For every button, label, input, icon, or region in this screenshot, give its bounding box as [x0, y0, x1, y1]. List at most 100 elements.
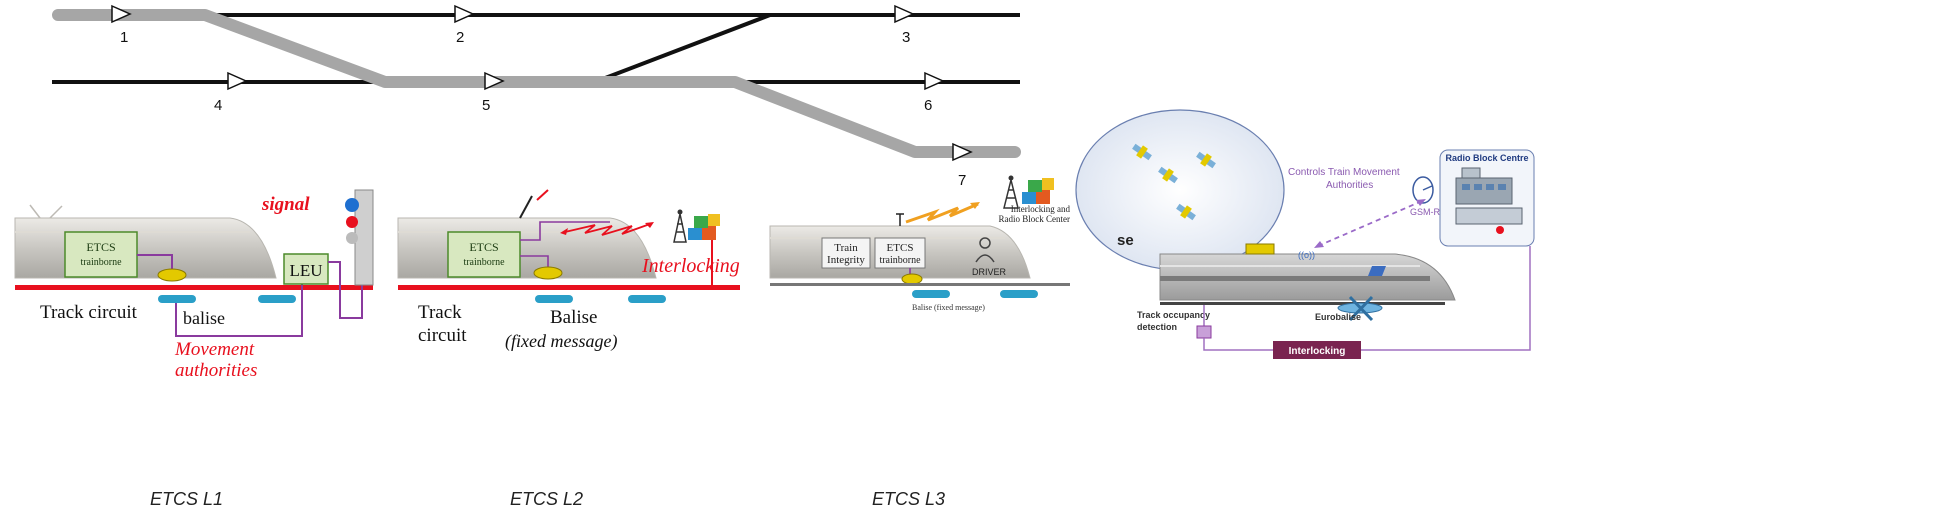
balise-label-l1: balise	[183, 308, 225, 328]
etcs-sublabel-l3: trainborne	[879, 255, 921, 266]
satellite-dish-icon	[1412, 176, 1434, 204]
track-occupancy-label: Track occupancy	[1137, 310, 1210, 320]
trainborne-sublabel-l2: trainborne	[463, 257, 505, 268]
authorities-label: authorities	[175, 360, 257, 381]
signal-lamp-off	[346, 232, 358, 244]
train-integrity-box	[821, 237, 871, 269]
radio-link-l3	[905, 202, 979, 224]
balise-label-l2: Balise	[550, 307, 598, 328]
route-path	[52, 9, 1021, 158]
rbc-building	[1455, 167, 1523, 234]
fixed-message-label-l2: (fixed message)	[505, 331, 617, 352]
satellite-icons	[1132, 143, 1216, 221]
train-integrity-label: Train	[834, 242, 858, 254]
signal-arrow-3	[894, 4, 915, 24]
balise-reader-l3	[901, 273, 923, 285]
balise-reader-l1	[157, 268, 187, 282]
balise-l1-b	[258, 295, 296, 303]
panel-etcs-l2: ETCS trainborne Interlocking Track circu…	[397, 189, 740, 509]
movement-label: Movement	[174, 339, 255, 360]
etcs-label-l3: ETCS	[887, 242, 914, 254]
il-rbc-sublabel: Radio Block Center	[999, 214, 1071, 224]
signal-arrows	[111, 4, 973, 162]
signal-arrow-1	[111, 4, 132, 24]
track-occupancy-detector	[1196, 325, 1212, 339]
signal-arrow-7	[952, 142, 973, 162]
panel-etcs-l1: ETCS trainborne LEU signal Track circuit…	[14, 189, 374, 509]
antenna-l2	[519, 195, 533, 219]
trainborne-label-l1: ETCS	[86, 240, 115, 254]
driver-label: DRIVER	[972, 267, 1007, 277]
gsmr-link	[1317, 200, 1423, 247]
authorities-label-right: Authorities	[1326, 180, 1373, 191]
interlocking-wire	[1203, 246, 1531, 351]
balise-l3-a	[912, 290, 950, 298]
se-label: se	[1117, 232, 1134, 249]
track-layout: 1 2 3 4 5 6 7	[52, 4, 1021, 189]
caption-l1: ETCS L1	[150, 489, 223, 509]
circuit-label-l2: circuit	[418, 325, 467, 346]
track-label-6: 6	[924, 97, 932, 114]
balise-l1-a	[158, 295, 196, 303]
trainborne-sublabel-l1: trainborne	[80, 257, 122, 268]
rail-l1	[15, 285, 373, 290]
signal-arrow-2	[454, 4, 475, 24]
rbc-cubes-l2	[688, 214, 720, 240]
balise-reader-l2	[533, 266, 563, 280]
track-label-l2: Track	[418, 302, 462, 323]
rbc-cubes-l3	[1022, 178, 1054, 204]
leu-label: LEU	[289, 261, 322, 280]
crossover	[599, 13, 771, 82]
track-label-4: 4	[214, 97, 222, 114]
rail-l2	[398, 285, 740, 290]
radio-mast-l3	[1003, 175, 1019, 209]
track-label-7: 7	[958, 172, 966, 189]
interlocking-box	[1273, 341, 1361, 359]
eurobalise-label: Eurobalise	[1315, 312, 1361, 322]
track-circuit-label-l1: Track circuit	[40, 302, 138, 323]
caption-l2: ETCS L2	[510, 489, 583, 509]
trainborne-box-l1	[64, 231, 138, 278]
il-rbc-label: Interlocking and	[1011, 204, 1071, 214]
interlocking-label-right: Interlocking	[1289, 346, 1346, 357]
balise-l3-b	[1000, 290, 1038, 298]
track-label-2: 2	[456, 29, 464, 46]
track-label-1: 1	[120, 29, 128, 46]
train-integrity-sublabel: Integrity	[827, 254, 865, 266]
svg-text:((o)): ((o))	[1298, 250, 1315, 260]
signal-lamp-blue	[345, 198, 359, 212]
panel-etcs-l3: Train Integrity ETCS trainborne DRIVER I…	[769, 175, 1071, 509]
radio-mast-l2	[673, 209, 687, 243]
balise-l2-b	[628, 295, 666, 303]
rail-l3	[770, 283, 1070, 286]
interlocking-label-l2: Interlocking	[641, 255, 740, 277]
signal-arrow-4	[227, 71, 248, 91]
trainborne-label-l2: ETCS	[469, 240, 498, 254]
etcs-box-l3	[874, 237, 926, 269]
caption-l3: ETCS L3	[872, 489, 945, 509]
train-roof-unit	[1245, 243, 1275, 255]
signal-arrow-5	[484, 71, 505, 91]
controls-label: Controls Train Movement	[1288, 167, 1400, 178]
signal-label: signal	[261, 194, 310, 215]
balise-l2-a	[535, 295, 573, 303]
panel-etcs-overview: se ((o)) Eurobalise Radio Block Centre G…	[1075, 109, 1535, 359]
balise-message-label-l3: Balise (fixed message)	[912, 303, 985, 312]
signal-arrow-6	[924, 71, 945, 91]
track-label-3: 3	[902, 29, 910, 46]
track-label-5: 5	[482, 97, 490, 114]
train-window	[1368, 266, 1386, 276]
driver-icon	[975, 237, 995, 263]
gsmr-label: GSM-R	[1410, 207, 1440, 217]
train-l2	[397, 217, 657, 279]
radio-link-l2	[564, 223, 651, 236]
rbc-label: Radio Block Centre	[1445, 153, 1528, 163]
train-l1	[14, 217, 277, 279]
leu-box	[283, 253, 329, 285]
signal-lamp-red	[346, 216, 358, 228]
trainborne-box-l2	[447, 231, 521, 278]
track-occupancy-sublabel: detection	[1137, 322, 1177, 332]
antenna-l3	[896, 213, 904, 226]
rail-overview	[1160, 302, 1445, 305]
